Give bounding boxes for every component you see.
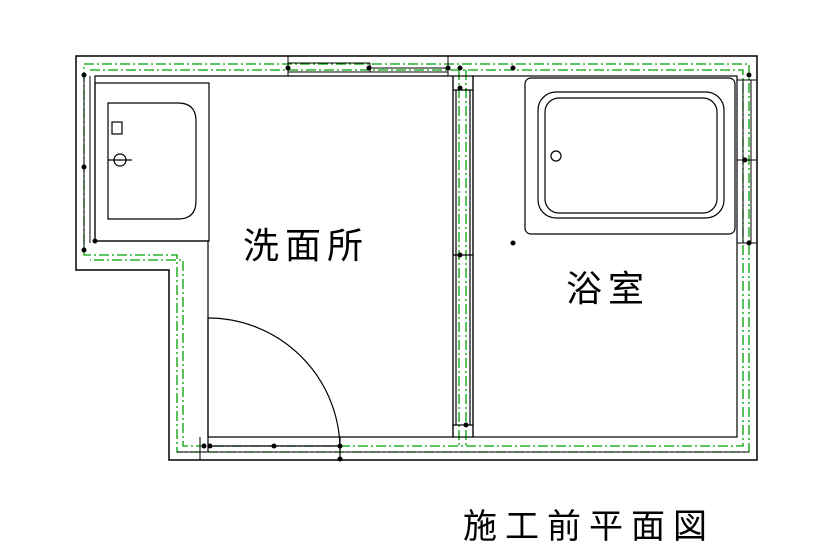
vanity-wall-lines xyxy=(83,76,91,250)
bathroom-inner-wall xyxy=(472,75,738,438)
partition-wall xyxy=(452,75,474,438)
center-lines xyxy=(83,63,750,453)
room-label-washroom: 洗面所 xyxy=(243,226,370,267)
outer-wall xyxy=(75,55,758,461)
marker-dots xyxy=(81,65,752,462)
door xyxy=(207,317,341,460)
drawing-caption: 施工前平面図 xyxy=(463,507,715,547)
bathtub xyxy=(524,77,736,235)
room-label-bathroom: 浴室 xyxy=(566,269,651,310)
vanity-sink xyxy=(94,82,210,242)
bottom-wall-lines xyxy=(177,437,749,460)
